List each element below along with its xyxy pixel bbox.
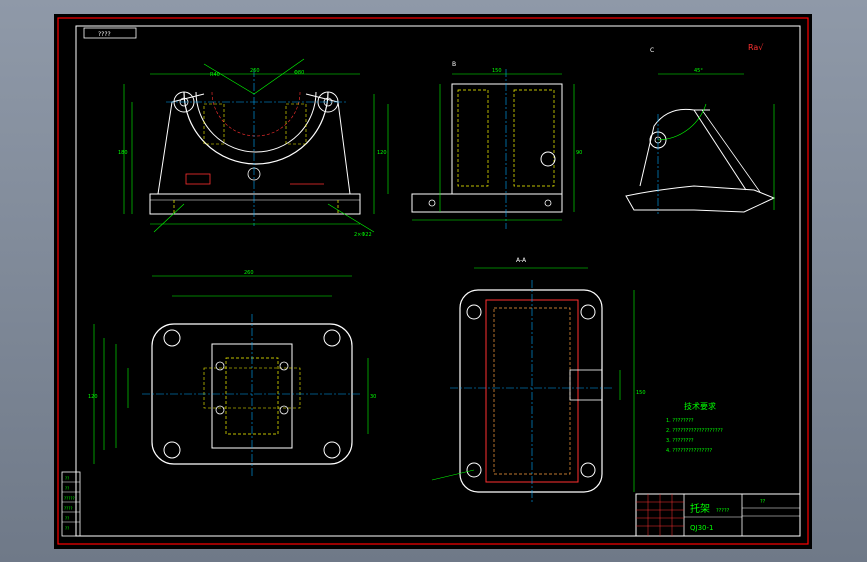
svg-text:????: ???? (64, 506, 73, 511)
detail-view: C 45° (625, 47, 776, 214)
svg-text:2×Φ22: 2×Φ22 (354, 232, 372, 238)
svg-text:?????: ????? (716, 508, 730, 514)
top-view: 260 120 30 (88, 270, 376, 476)
outer-frame (57, 17, 809, 545)
drawing-tag-box (83, 27, 137, 39)
drawing-tag: ???? (98, 31, 111, 38)
svg-text:B: B (452, 61, 456, 68)
svg-text:45°: 45° (694, 68, 703, 74)
svg-text:1. ????????: 1. ???????? (666, 418, 694, 424)
inner-border (75, 25, 801, 537)
svg-text:150: 150 (492, 68, 502, 74)
svg-text:2. ???????????????????: 2. ??????????????????? (666, 428, 723, 434)
svg-text:?????: ????? (64, 496, 75, 501)
svg-text:260: 260 (244, 270, 254, 276)
front-view: 260 180 Φ80 120 R40 2×Φ22 (118, 58, 389, 238)
svg-text:150: 150 (636, 390, 646, 396)
left-strip: ?? ?? ????? ???? ?? ?? (61, 471, 81, 537)
side-view: 150 90 B (411, 61, 582, 229)
drawing-number: QJ30-1 (690, 524, 713, 532)
drawing-viewport[interactable]: ???? Ra√ (54, 14, 812, 549)
svg-text:3. ????????: 3. ???????? (666, 438, 694, 444)
svg-text:??: ?? (65, 526, 69, 531)
tech-requirements: 技术要求 1. ???????? 2. ??????????????????? … (666, 401, 723, 454)
svg-text:180: 180 (118, 150, 128, 156)
drawing-canvas[interactable]: ???? Ra√ (54, 14, 812, 549)
svg-text:??: ?? (760, 499, 766, 505)
svg-text:30: 30 (370, 394, 376, 400)
svg-text:90: 90 (576, 150, 582, 156)
title-block: 托架 ????? QJ30-1 ?? (635, 493, 801, 537)
svg-text:R40: R40 (210, 72, 220, 78)
svg-text:Φ80: Φ80 (294, 70, 304, 76)
svg-text:120: 120 (377, 150, 387, 156)
svg-text:??: ?? (65, 476, 69, 481)
tech-heading: 技术要求 (684, 401, 716, 411)
svg-text:??: ?? (65, 486, 69, 491)
svg-text:C: C (650, 47, 654, 54)
part-name: 托架 (690, 502, 710, 515)
svg-text:120: 120 (88, 394, 98, 400)
section-view: A-A 150 (431, 257, 646, 502)
svg-text:??: ?? (65, 516, 69, 521)
svg-text:260: 260 (250, 68, 260, 74)
svg-text:A-A: A-A (516, 257, 527, 264)
svg-text:4. ???????????????: 4. ??????????????? (666, 448, 713, 454)
roughness-mark: Ra√ (748, 43, 764, 52)
